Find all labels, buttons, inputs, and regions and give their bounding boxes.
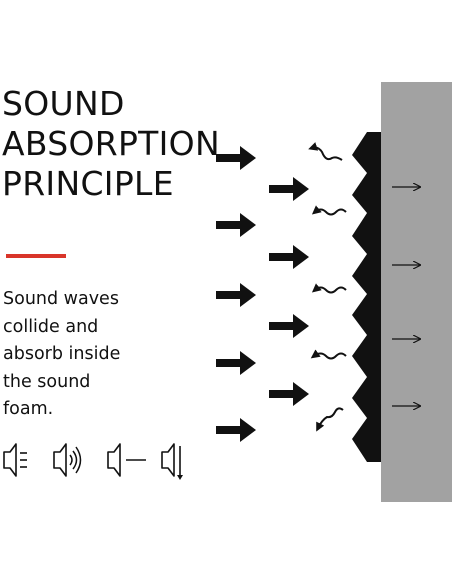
incoming-arrow — [269, 245, 309, 269]
title-line: SOUND — [2, 84, 125, 123]
incoming-arrow — [216, 283, 256, 307]
reflected-wave-arrow — [316, 407, 344, 432]
speaker-line-icon — [107, 443, 146, 477]
sound-foam — [352, 132, 381, 462]
reflected-wave-arrow — [310, 349, 347, 360]
page-title: SOUND ABSORPTION PRINCIPLE — [2, 84, 220, 204]
reflected-wave-arrow — [311, 283, 347, 294]
speaker-soft-icon — [3, 443, 27, 477]
reflected-wave-arrow — [311, 205, 347, 216]
incoming-arrow — [269, 382, 309, 406]
incoming-arrow — [269, 177, 309, 201]
description-line: Sound waves — [3, 289, 119, 309]
incoming-arrow — [269, 314, 309, 338]
description-line: collide and — [3, 316, 99, 337]
description-line: the sound — [3, 371, 91, 392]
description-line: foam. — [3, 399, 54, 419]
incoming-arrow — [216, 351, 256, 375]
accent-divider — [6, 254, 66, 258]
speaker-muted-icon — [161, 443, 183, 480]
title-line: ABSORPTION — [2, 124, 220, 163]
incoming-arrow — [216, 418, 256, 442]
speaker-icon-row — [0, 438, 200, 488]
wall — [381, 82, 452, 502]
speaker-sound-waves-icon — [53, 443, 82, 477]
reflected-wave-arrow — [308, 142, 343, 161]
title-line: PRINCIPLE — [2, 164, 174, 203]
incoming-arrow — [216, 146, 256, 170]
description-line: absorb inside — [3, 344, 121, 364]
description: Sound waves collide and absorb inside th… — [3, 286, 120, 424]
incoming-arrow — [216, 213, 256, 237]
